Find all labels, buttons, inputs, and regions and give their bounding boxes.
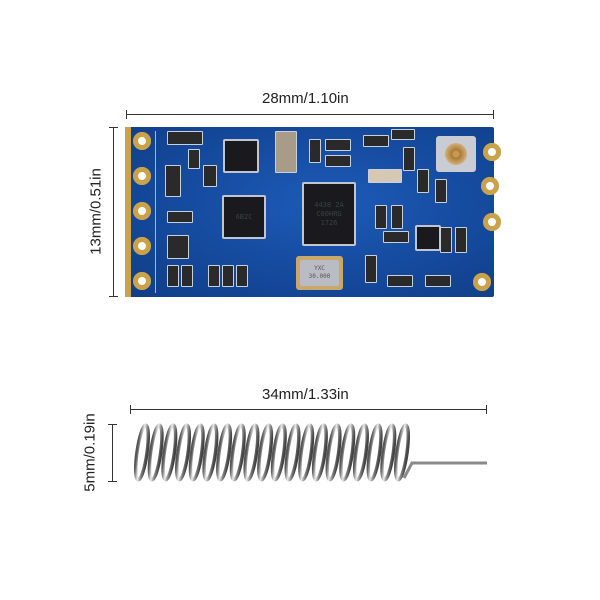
mount-pad: [473, 273, 491, 291]
coil-turn: [188, 423, 205, 482]
antenna-diameter-dimension-line: [112, 424, 113, 482]
chip-marking: 6B2C: [235, 212, 253, 221]
smd-component: [309, 139, 321, 163]
antenna-pad: [483, 143, 501, 161]
smd-component: [375, 205, 387, 229]
coil-turn: [352, 423, 369, 482]
coil-turn: [298, 423, 315, 482]
antenna-length-label: 34mm/1.33in: [262, 386, 349, 403]
smd-component: [425, 275, 451, 287]
smd-component: [368, 169, 402, 183]
coil-turn: [133, 423, 151, 482]
crystal-marking: 30.000: [308, 273, 331, 280]
smd-component: [325, 139, 351, 151]
dimension-tick: [109, 296, 118, 297]
smd-component: [403, 147, 415, 171]
smd-component: [435, 179, 447, 203]
smd-inductor: [275, 131, 297, 173]
coil-turn: [243, 423, 260, 482]
smd-component: [387, 275, 413, 287]
module-height-dimension-line: [113, 127, 114, 297]
dimension-tick: [109, 127, 118, 128]
antenna-pad: [483, 213, 501, 231]
coil-turn: [147, 423, 164, 482]
smd-transistor: [167, 235, 189, 259]
dimension-tick: [493, 110, 494, 119]
smd-component: [167, 131, 203, 145]
coil-turn: [216, 423, 233, 482]
chip-marking: C00HRG: [316, 209, 342, 218]
module-width-label: 28mm/1.10in: [262, 90, 349, 107]
edge-castellation: [125, 127, 131, 297]
smd-component: [181, 265, 193, 287]
coil-turn: [393, 423, 411, 482]
smd-component: [188, 149, 200, 169]
smd-component: [383, 231, 409, 243]
smd-component: [417, 169, 429, 193]
mcu-chip: 6B2C: [222, 195, 266, 239]
coil-turn: [175, 423, 192, 482]
smd-component: [325, 155, 351, 167]
regulator-chip: [223, 139, 259, 173]
coil-turn: [311, 423, 328, 482]
smd-component: [167, 211, 193, 223]
rf-transceiver-chip: 4438 2A C00HRG 1726: [302, 182, 356, 246]
dimension-tick: [126, 110, 127, 119]
ipex-antenna-connector: [436, 136, 476, 172]
antenna-straight-lead: [402, 461, 487, 479]
silkscreen-line: [155, 131, 156, 293]
antenna-length-dimension-line: [130, 409, 487, 410]
module-width-dimension-line: [126, 114, 494, 115]
coil-turn: [284, 423, 301, 482]
smd-component: [455, 227, 467, 253]
coil-turn: [229, 423, 246, 482]
chip-marking: 1726: [320, 218, 338, 227]
smd-component: [391, 129, 415, 140]
smd-component: [365, 255, 377, 283]
smd-component: [222, 265, 234, 287]
smd-component: [203, 165, 217, 187]
coil-turn: [202, 423, 219, 482]
pin-pad: [133, 272, 151, 290]
crystal-marking: YXC: [314, 265, 325, 272]
smd-component: [167, 265, 179, 287]
antenna-pad: [481, 177, 499, 195]
coil-turn: [380, 423, 397, 482]
smd-component: [391, 205, 403, 229]
pin-pad: [133, 202, 151, 220]
dimension-tick: [130, 405, 131, 414]
dimension-tick: [108, 424, 117, 425]
smd-component: [363, 135, 389, 147]
pin-pad: [133, 132, 151, 150]
smd-component: [208, 265, 220, 287]
smd-component: [440, 227, 452, 253]
coil-turn: [270, 423, 287, 482]
coil-turn: [161, 423, 178, 482]
coil-turn: [325, 423, 342, 482]
coil-turn: [339, 423, 356, 482]
dimension-tick: [486, 405, 487, 414]
smd-diode: [165, 165, 181, 197]
dimension-tick: [108, 481, 117, 482]
coil-turn: [257, 423, 274, 482]
pin-pad: [133, 167, 151, 185]
crystal-oscillator: YXC 30.000: [296, 256, 343, 290]
pin-pad: [133, 237, 151, 255]
smd-component: [236, 265, 248, 287]
coil-turn: [366, 423, 383, 482]
chip-marking: 4438 2A: [314, 200, 344, 209]
